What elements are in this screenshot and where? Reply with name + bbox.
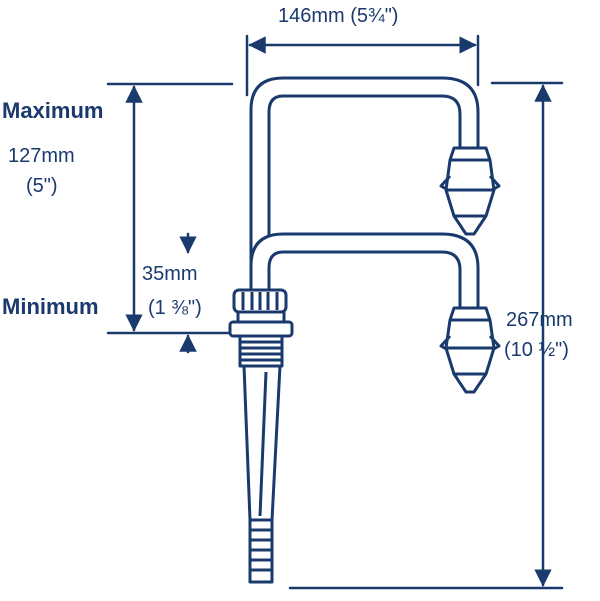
minimum-title: Minimum [2, 294, 99, 319]
total-in-label: (10 ½") [504, 339, 569, 361]
total-mm-label: 267mm [506, 309, 573, 331]
max-mm-label: 127mm [8, 145, 75, 167]
max-height-dimension [106, 82, 234, 335]
step-mm-label: 35mm [142, 263, 198, 285]
faucet-body [228, 76, 501, 584]
step-in-label: (1 ⅜") [148, 297, 202, 319]
total-height-dimension [288, 81, 564, 590]
max-in-label: (5") [26, 175, 58, 197]
width-label: 146mm (5¾") [278, 5, 399, 27]
base-flange [228, 320, 294, 338]
maximum-title: Maximum [2, 98, 104, 123]
width-dimension [245, 34, 480, 97]
